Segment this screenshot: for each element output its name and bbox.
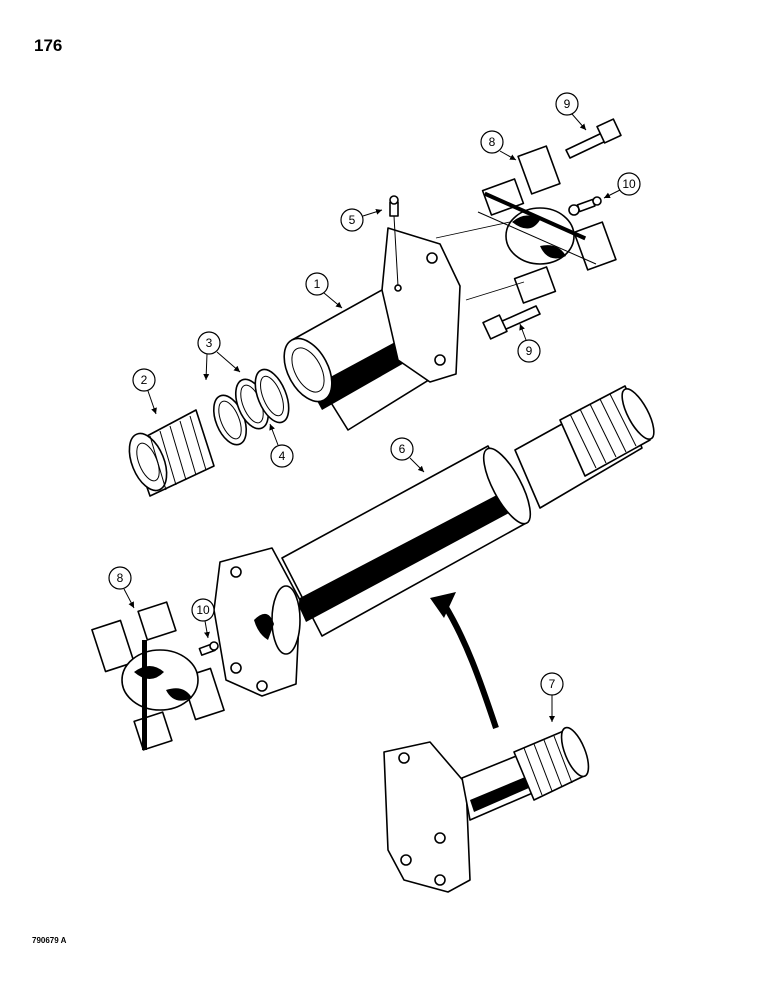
callout-8-lower-label: 8 [117,571,124,585]
callout-1: 1 [305,272,343,309]
seal-rings [212,368,290,446]
callout-5: 5 [340,208,383,232]
callout-10-upper-label: 10 [622,177,636,191]
callout-8-upper-label: 8 [489,135,496,149]
callout-9-lower-label: 9 [526,344,533,358]
callout-10-upper: 10 [603,172,641,199]
grease-fitting-top [389,195,399,287]
callout-9-lower: 9 [517,323,541,363]
bolt-lower [482,305,541,340]
callout-8-lower: 8 [108,566,135,609]
bolt-upper [565,118,622,159]
callout-3: 3 [197,331,241,381]
callout-7-label: 7 [549,677,556,691]
assembly-direction-arrowhead [430,592,456,618]
grease-fitting-lower [198,641,219,656]
universal-joint-cross-upper [477,145,617,304]
callout-4-label: 4 [279,449,286,463]
callout-6: 6 [390,437,425,473]
callout-4: 4 [269,423,294,468]
drive-shaft [213,385,655,697]
callout-6-label: 6 [399,442,406,456]
callout-9-upper: 9 [555,92,587,131]
slip-yoke [283,227,461,431]
callout-3-label: 3 [206,336,213,350]
page-number: 176 [34,36,63,55]
alignment-lines [435,221,525,301]
callout-1-label: 1 [314,277,321,291]
grease-fitting-upper [576,196,602,213]
callout-7: 7 [540,672,564,722]
callout-9-upper-label: 9 [564,97,571,111]
callout-10-lower-label: 10 [196,603,210,617]
assembly-direction-arrow [441,602,499,729]
callout-10-lower: 10 [191,598,215,639]
dust-cap-nut [128,409,215,497]
callout-2-label: 2 [141,373,148,387]
figure-code: 790679 A [32,936,67,945]
stub-shaft-yoke [383,726,590,893]
callout-2: 2 [132,368,157,415]
callout-5-label: 5 [349,213,356,227]
universal-joint-cross-lower [91,601,225,751]
callout-8-upper: 8 [480,130,517,161]
